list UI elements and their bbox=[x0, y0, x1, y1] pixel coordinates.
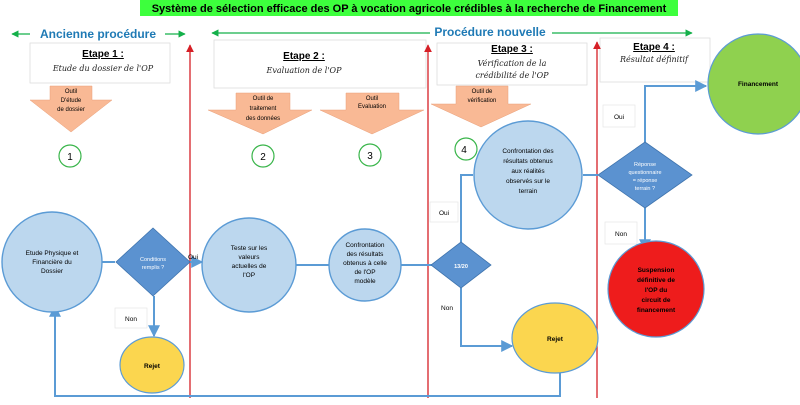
step-4-subtitle: Résultat définitif bbox=[619, 55, 690, 64]
step-3-title: Etape 3 : bbox=[491, 44, 533, 55]
tests-line-1: Teste sur les bbox=[231, 245, 268, 252]
step-2-subtitle: Evaluation de l'OP bbox=[266, 66, 343, 75]
tests-line-4: l'OP bbox=[243, 272, 255, 279]
number-circle-2 bbox=[251, 144, 275, 168]
tool-arrow-4 bbox=[430, 85, 532, 128]
tool-1-line-3: de dossier bbox=[57, 107, 85, 113]
tests-node bbox=[201, 217, 297, 313]
tool-3-line-2: Evaluation bbox=[358, 104, 386, 110]
connector-bottom-line bbox=[152, 373, 561, 397]
financement-node bbox=[707, 33, 800, 135]
confrontation-2-line-1: Confrontation des bbox=[502, 148, 554, 155]
step-1-box bbox=[29, 42, 171, 84]
suspension-line-3: l'OP du bbox=[645, 287, 667, 294]
oui-label-1: Oui bbox=[188, 254, 198, 261]
rejet-node-1 bbox=[119, 336, 185, 394]
reponse-line-4: terrain ? bbox=[635, 186, 655, 192]
tests-line-2: valeurs bbox=[239, 254, 261, 261]
step-1-title: Etape 1 : bbox=[82, 49, 124, 60]
rejet-1-label: Rejet bbox=[144, 363, 161, 370]
confrontation-1-node bbox=[328, 228, 402, 302]
reponse-line-3: = réponse bbox=[633, 178, 658, 184]
old-section-label: Ancienne procédure bbox=[40, 27, 156, 41]
etude-node bbox=[1, 211, 103, 313]
title-background bbox=[140, 0, 678, 16]
number-circle-3 bbox=[358, 143, 382, 167]
tool-1-line-1: Outil bbox=[65, 89, 77, 95]
number-1: 1 bbox=[67, 152, 73, 163]
suspension-node bbox=[607, 240, 705, 338]
score-decision bbox=[430, 241, 492, 289]
reponse-decision bbox=[597, 141, 693, 209]
tool-arrow-1 bbox=[29, 85, 113, 133]
step-3-subtitle-line-1: Vérification de la bbox=[478, 59, 547, 68]
confrontation-1-line-5: modèle bbox=[354, 278, 376, 285]
non-label-3: Non bbox=[615, 231, 627, 238]
conditions-decision bbox=[115, 227, 191, 297]
connector-score-terrain bbox=[460, 174, 473, 242]
confrontation-2-line-2: résultats obtenus bbox=[503, 158, 553, 165]
number-circle-4 bbox=[454, 137, 478, 161]
etude-line-2: Financière du bbox=[32, 259, 72, 266]
reponse-line-1: Réponse bbox=[634, 162, 656, 168]
etude-line-1: Etude Physique et bbox=[26, 250, 79, 257]
non-label-1: Non bbox=[125, 316, 137, 323]
confrontation-2-line-3: aux réalités bbox=[511, 168, 545, 175]
connector-reponse-financement bbox=[644, 80, 708, 142]
step-2-title: Etape 2 : bbox=[283, 51, 325, 62]
tool-2-line-3: des données bbox=[246, 116, 280, 122]
etude-line-3: Dossier bbox=[41, 268, 64, 275]
tests-line-3: actuelles de bbox=[232, 263, 267, 270]
tool-arrow-2 bbox=[207, 92, 313, 135]
conditions-line-1: Conditions bbox=[140, 257, 166, 263]
number-circle-1 bbox=[58, 144, 82, 168]
suspension-line-5: financement bbox=[637, 307, 676, 314]
step-4-box bbox=[599, 37, 711, 83]
confrontation-1-line-2: des résultats bbox=[347, 251, 385, 258]
tool-arrow-3 bbox=[319, 92, 425, 135]
number-4: 4 bbox=[461, 145, 467, 156]
tool-3-line-1: Outil bbox=[366, 96, 378, 102]
suspension-line-2: définitive de bbox=[637, 277, 675, 284]
diagram-title: Système de sélection efficace des OP à v… bbox=[152, 3, 667, 15]
tool-4-line-1: Outil de bbox=[472, 89, 493, 95]
oui-label-2: Oui bbox=[439, 210, 449, 217]
connector-score-rejet bbox=[460, 288, 514, 352]
confrontation-1-line-3: obtenus à celle bbox=[343, 260, 387, 267]
tool-2-line-2: traitement bbox=[250, 106, 277, 112]
rejet-2-label: Rejet bbox=[547, 336, 564, 343]
confrontation-2-line-4: observés sur le bbox=[506, 178, 550, 185]
score-label: 13/20 bbox=[454, 264, 468, 270]
suspension-line-4: circuit de bbox=[642, 297, 671, 304]
conditions-line-2: remplis ? bbox=[142, 265, 164, 271]
reponse-line-2: questionnaire bbox=[628, 170, 661, 176]
non-label-box-3 bbox=[604, 221, 638, 245]
confrontation-1-line-1: Confrontation bbox=[345, 242, 384, 249]
non-label-box-1 bbox=[114, 307, 148, 329]
step-2-box bbox=[213, 39, 427, 89]
confrontation-1-line-4: de l'OP bbox=[354, 269, 375, 276]
confrontation-2-node bbox=[473, 120, 583, 230]
new-section-label: Procédure nouvelle bbox=[434, 25, 546, 39]
rejet-node-2 bbox=[511, 302, 599, 374]
step-1-subtitle: Etude du dossier de l'OP bbox=[52, 64, 154, 73]
oui-label-3: Oui bbox=[614, 114, 624, 121]
step-3-subtitle-line-2: crédibilité de l'OP bbox=[475, 71, 549, 80]
suspension-line-1: Suspension bbox=[638, 267, 675, 274]
non-label-2: Non bbox=[441, 305, 453, 312]
number-3: 3 bbox=[367, 151, 373, 162]
tool-4-line-2: vérification bbox=[468, 98, 497, 104]
tool-1-line-2: D'étude bbox=[61, 98, 82, 104]
connector-rejet-loop bbox=[49, 304, 152, 397]
tool-2-line-1: Outil de bbox=[253, 96, 274, 102]
oui-label-box-3 bbox=[602, 104, 636, 128]
number-2: 2 bbox=[260, 152, 266, 163]
oui-label-box-2 bbox=[429, 201, 459, 223]
step-4-title: Etape 4 : bbox=[633, 42, 675, 53]
step-3-box bbox=[436, 42, 588, 86]
financement-label: Financement bbox=[738, 81, 779, 88]
confrontation-2-line-5: terrain bbox=[519, 188, 538, 195]
